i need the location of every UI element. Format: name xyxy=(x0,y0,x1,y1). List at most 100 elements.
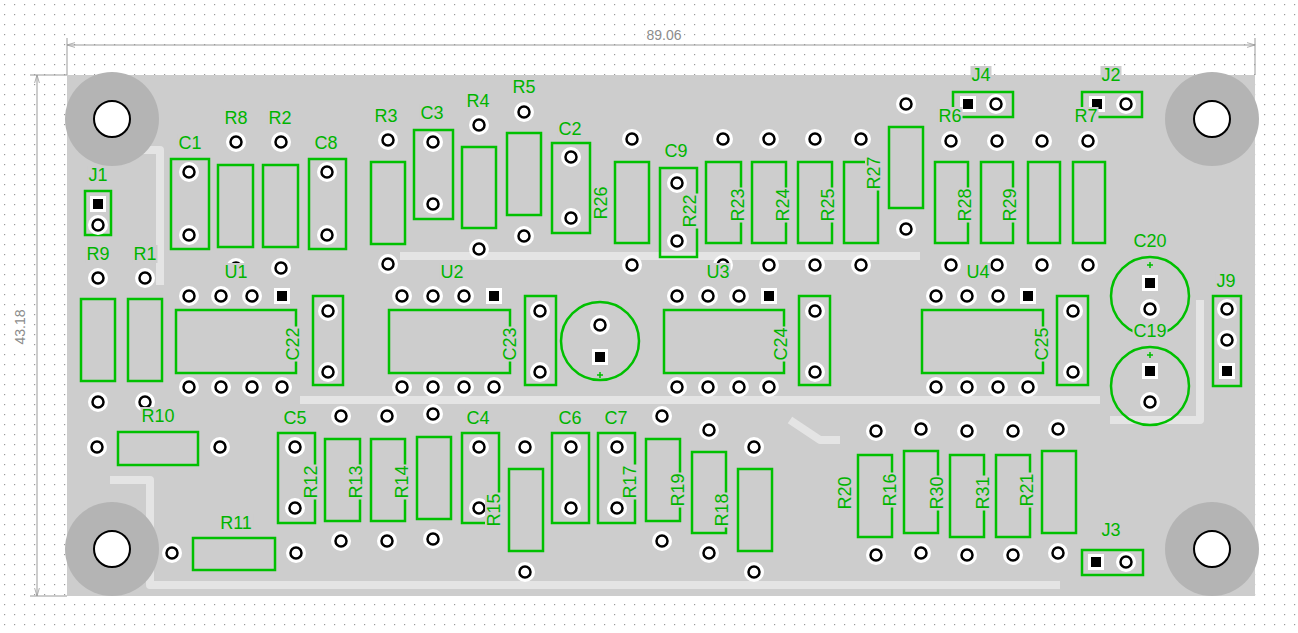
part-outline xyxy=(462,147,496,228)
round-pad xyxy=(87,437,107,457)
pad-hole xyxy=(566,152,577,163)
pad-hole xyxy=(672,291,683,302)
part-label: C20 xyxy=(1132,232,1167,250)
dimension-label: 89.06 xyxy=(644,28,683,42)
part-outline xyxy=(1028,162,1060,243)
part-label: R9 xyxy=(85,245,110,263)
pad-hole xyxy=(946,260,957,271)
part-outline xyxy=(1073,162,1105,243)
pad-hole xyxy=(810,367,821,378)
part-label: C6 xyxy=(557,409,582,427)
pad-hole xyxy=(336,411,347,422)
part-label: R2 xyxy=(267,109,292,127)
round-pad xyxy=(469,437,489,457)
round-pad xyxy=(530,301,550,321)
pad-hole xyxy=(383,135,394,146)
pad-hole xyxy=(595,352,605,362)
pad-hole xyxy=(612,442,623,453)
round-pad xyxy=(698,286,718,306)
round-pad xyxy=(1048,543,1068,563)
part-label: R12 xyxy=(302,464,320,499)
part-outline xyxy=(509,469,543,551)
part-label: R14 xyxy=(393,464,411,499)
round-pad xyxy=(423,404,443,424)
part-label: C19 xyxy=(1132,322,1167,340)
dimension-lines xyxy=(30,38,1255,596)
part-label: C2 xyxy=(557,120,582,138)
square-pad xyxy=(274,288,290,304)
round-pad xyxy=(987,131,1007,151)
round-pad xyxy=(514,102,534,122)
round-pad xyxy=(652,406,672,426)
round-pad xyxy=(317,162,337,182)
part-label: C8 xyxy=(313,134,338,152)
round-pad xyxy=(211,377,231,397)
pad-hole xyxy=(93,199,103,209)
square-pad xyxy=(486,288,502,304)
part-outline xyxy=(176,310,296,373)
pad-hole xyxy=(916,548,927,559)
pad-hole xyxy=(474,244,485,255)
pad-hole xyxy=(322,167,333,178)
round-pad xyxy=(162,543,182,563)
round-pad xyxy=(607,437,627,457)
part-label: J1 xyxy=(87,166,108,184)
round-pad xyxy=(988,286,1008,306)
pad-hole xyxy=(383,259,394,270)
square-pad xyxy=(1219,363,1235,379)
part-outline xyxy=(1213,296,1241,386)
pad-hole xyxy=(703,291,714,302)
round-pad xyxy=(318,301,338,321)
round-pad xyxy=(744,562,764,582)
part-outline xyxy=(922,310,1043,373)
mounting-hole xyxy=(94,101,130,137)
round-pad xyxy=(242,286,262,306)
part-outline xyxy=(128,299,162,381)
round-pad xyxy=(729,286,749,306)
mounting-hole xyxy=(94,531,130,567)
part-label: R15 xyxy=(485,492,503,527)
pad-hole xyxy=(810,306,821,317)
pad-hole xyxy=(382,411,393,422)
mounting-pad xyxy=(1165,72,1259,166)
round-pad xyxy=(759,255,779,275)
round-pad xyxy=(896,219,916,239)
round-pad xyxy=(667,286,687,306)
square-pad xyxy=(90,196,106,212)
part-outline xyxy=(664,310,784,373)
copper-traces xyxy=(110,150,1200,585)
round-pad xyxy=(590,315,610,335)
dimension-label: 43.18 xyxy=(13,307,27,346)
round-pad xyxy=(1018,377,1038,397)
pad-hole xyxy=(397,382,408,393)
part-outline xyxy=(263,165,298,247)
round-pad xyxy=(318,362,338,382)
round-pad xyxy=(561,208,581,228)
round-pad xyxy=(667,173,687,193)
part-label: R20 xyxy=(836,475,854,510)
part-label: R29 xyxy=(1001,187,1019,222)
capacitor-outline xyxy=(1111,347,1189,425)
pad-hole xyxy=(1091,557,1101,567)
pad-hole xyxy=(215,442,226,453)
polarity-mark xyxy=(1147,352,1153,358)
pad-hole xyxy=(749,442,760,453)
pad-hole xyxy=(931,291,942,302)
round-pad xyxy=(1048,419,1068,439)
round-pad xyxy=(179,225,199,245)
round-pad xyxy=(561,498,581,518)
pad-hole xyxy=(1023,291,1033,301)
round-pad xyxy=(423,529,443,549)
pad-hole xyxy=(1053,548,1064,559)
part-label: C3 xyxy=(419,104,444,122)
part-label: R1 xyxy=(132,245,157,263)
pad-hole xyxy=(657,411,668,422)
copper-trace xyxy=(180,581,1060,589)
part-outline xyxy=(1042,451,1076,533)
pad-hole xyxy=(1037,136,1048,147)
pad-hole xyxy=(962,550,973,561)
round-pad xyxy=(423,132,443,152)
round-pad xyxy=(210,437,230,457)
pad-hole xyxy=(1222,304,1233,315)
